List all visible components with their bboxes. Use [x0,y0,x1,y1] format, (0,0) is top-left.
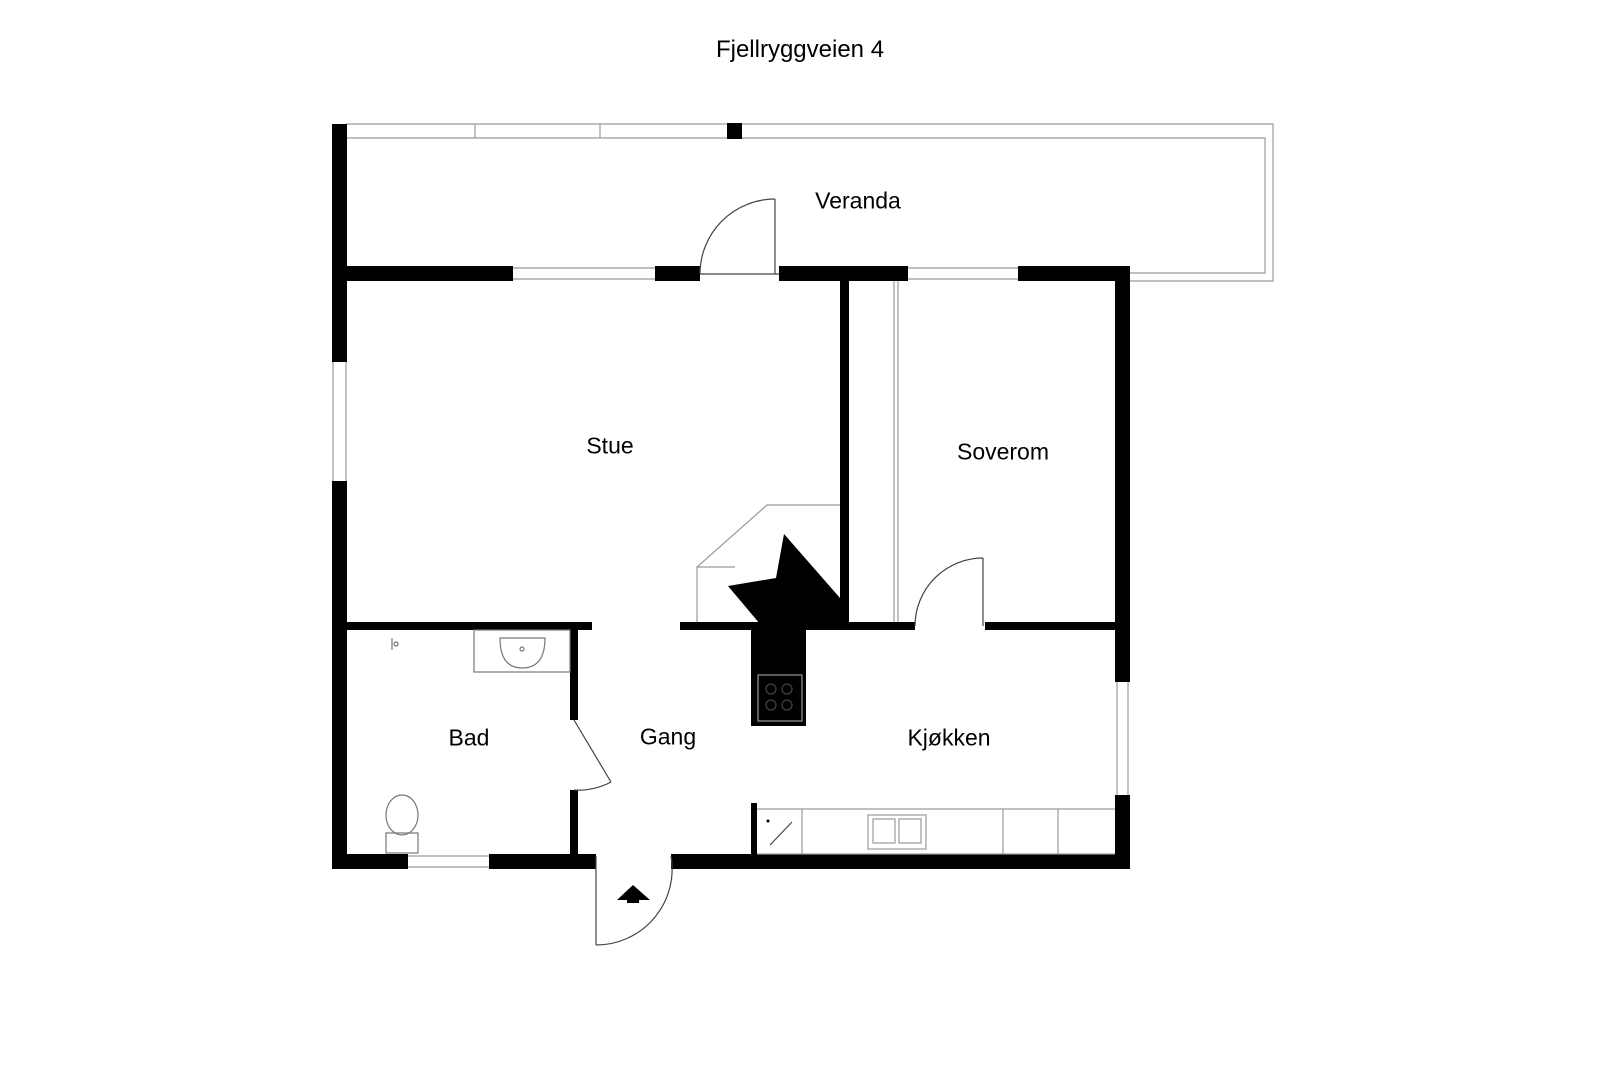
stove-icon [765,683,793,711]
room-label-kjokken: Kjøkken [907,724,991,751]
room-label-bad: Bad [448,724,490,751]
room-label-soverom: Soverom [956,438,1050,465]
kitchen-fixtures [757,674,1115,855]
room-label-veranda: Veranda [815,187,901,214]
fireplace-outline [696,504,840,622]
walls [332,124,1130,869]
room-label-gang: Gang [639,723,697,750]
veranda-post [727,123,742,139]
room-label-stue: Stue [586,432,634,459]
bathroom-fixtures [385,629,571,854]
wardrobe [893,281,899,622]
doors [573,198,984,946]
toilet-icon [385,794,419,836]
entrance-arrow-stem [627,899,639,903]
page-title: Fjellryggveien 4 [715,36,885,63]
veranda-outline [346,123,1274,282]
entrance-arrow-icon [617,885,650,900]
windows [332,267,1129,868]
